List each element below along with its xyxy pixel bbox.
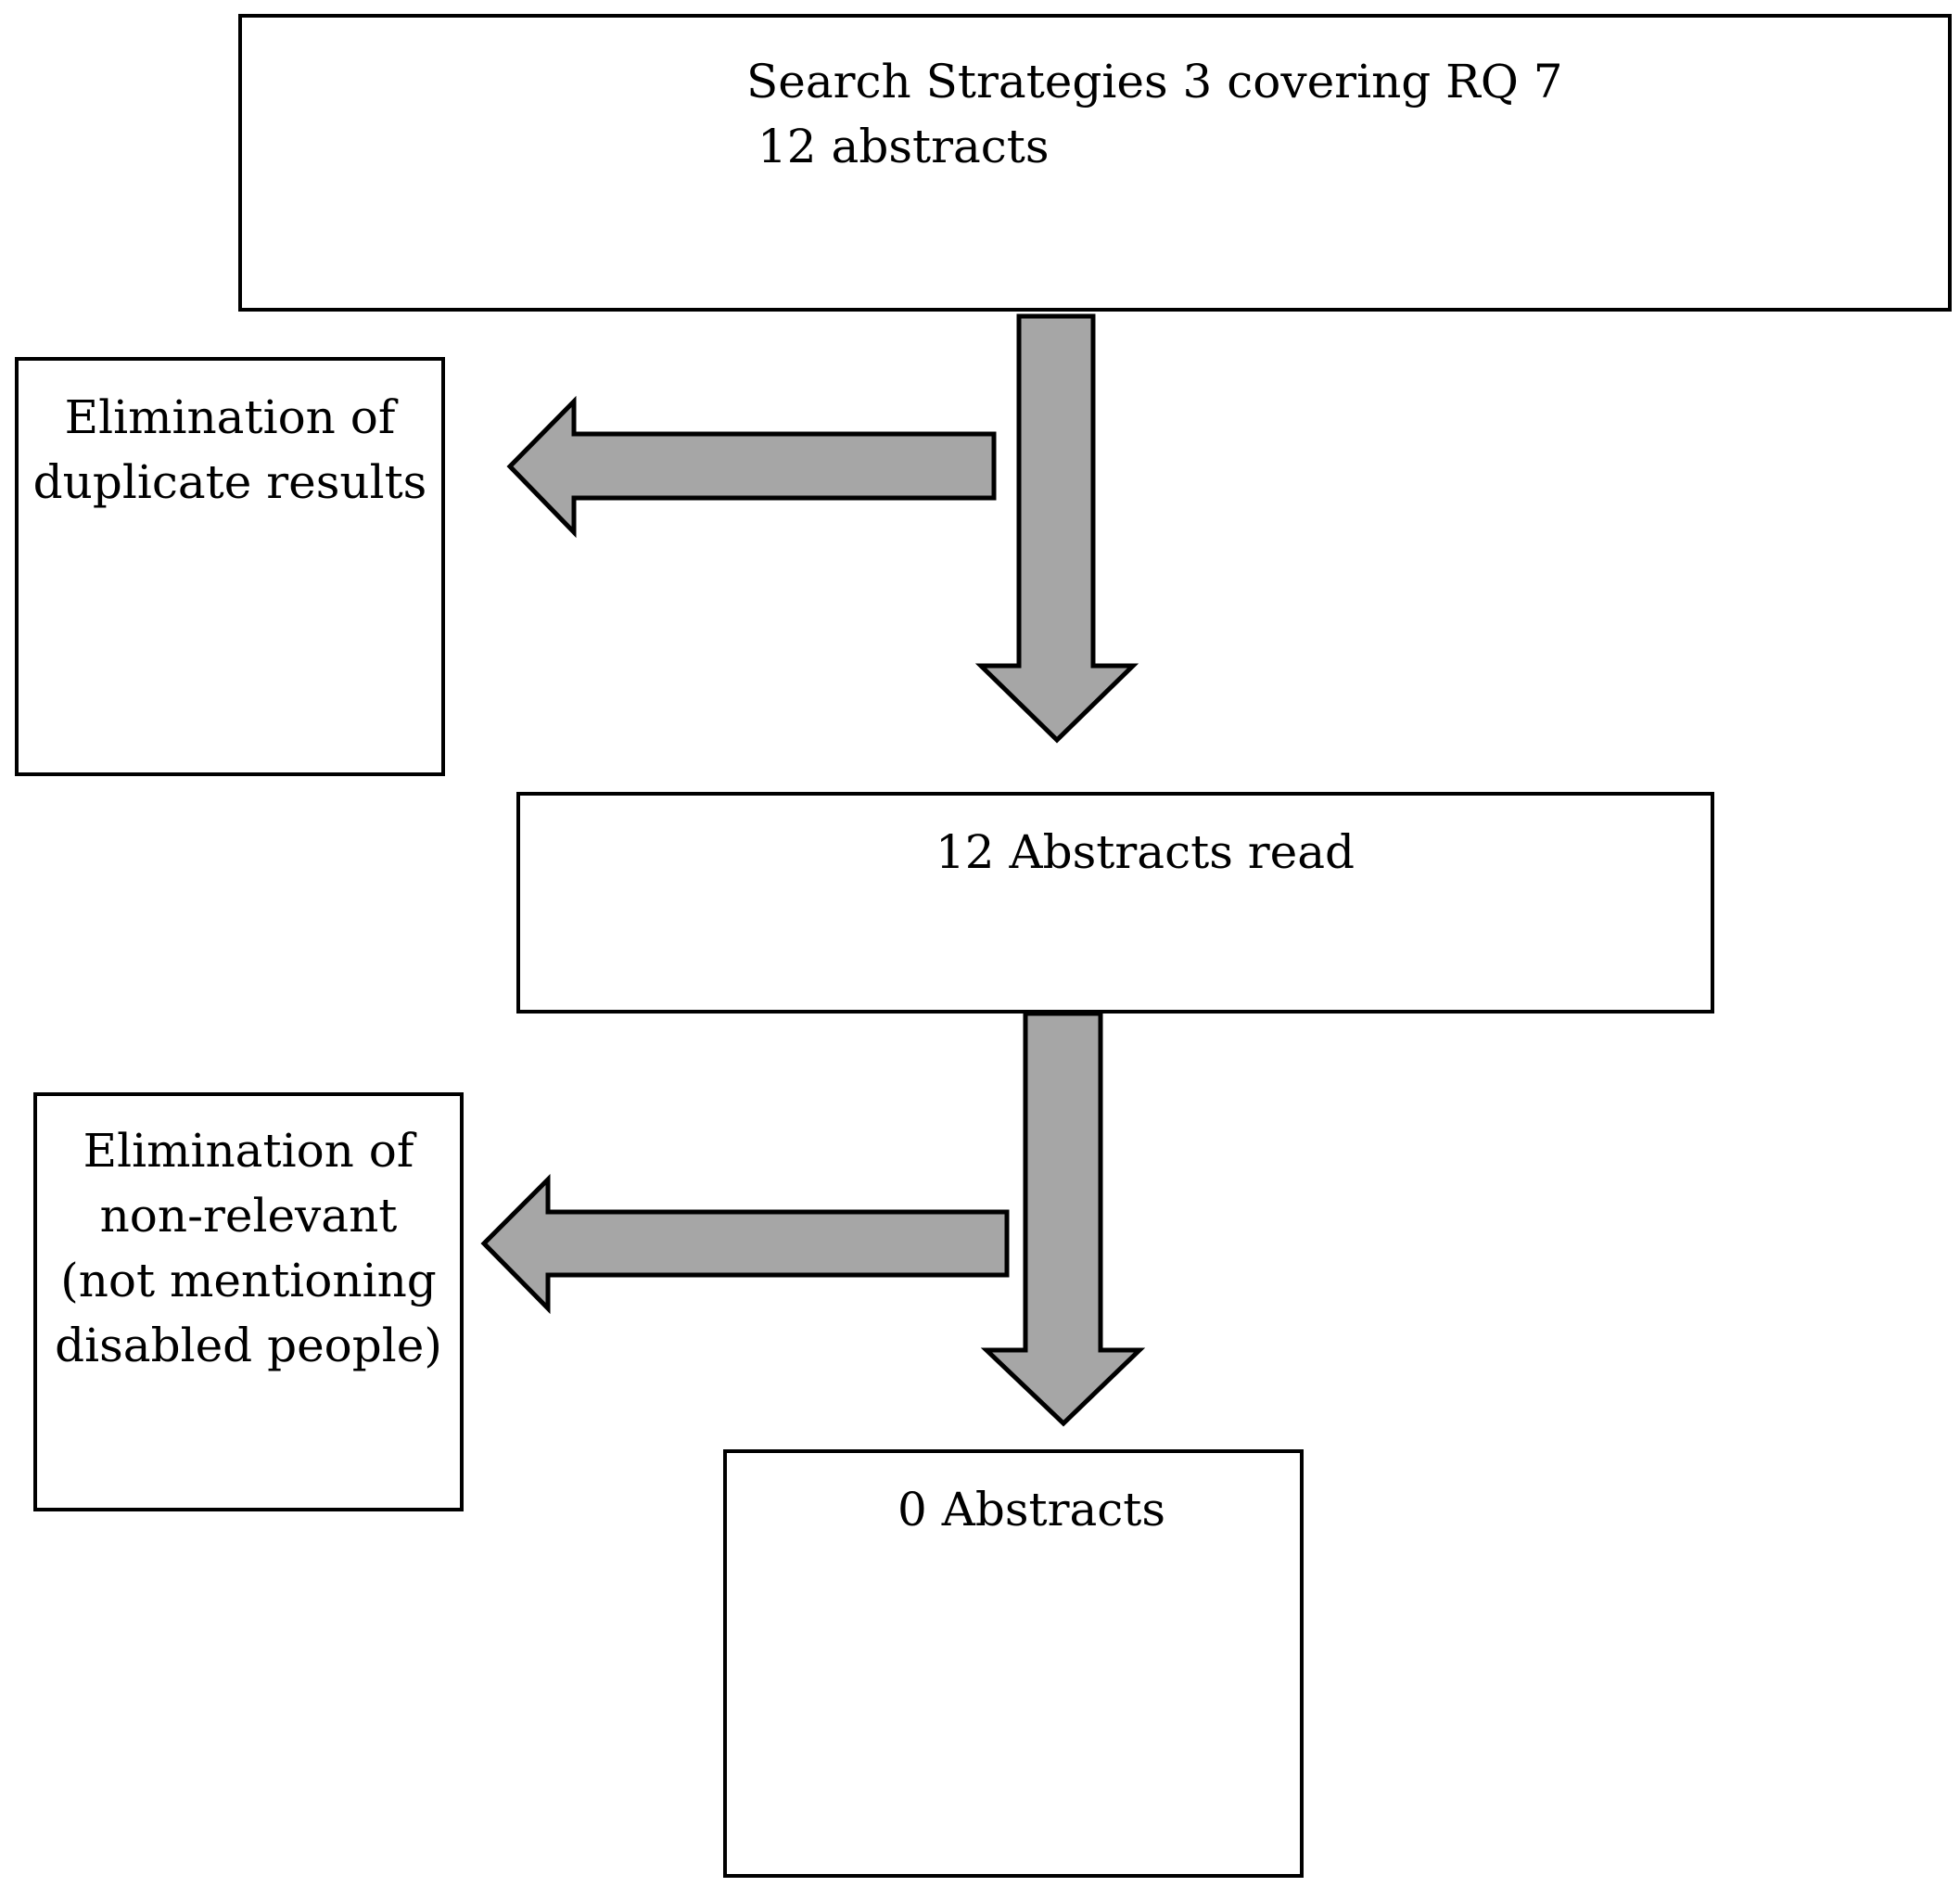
elimination-duplicates-line2: duplicate results: [32, 455, 427, 509]
elimination-nonrelevant-line4: disabled people): [55, 1319, 442, 1372]
elimination-nonrelevant-line2: non-relevant: [99, 1189, 398, 1243]
search-strategies-box: Search Strategies 3 covering RQ 7 12 abs…: [238, 14, 1952, 312]
down-arrow-2: [980, 1011, 1146, 1427]
elimination-duplicates-box: Elimination of duplicate results: [15, 357, 445, 776]
abstracts-read-box: 12 Abstracts read: [516, 792, 1714, 1014]
elimination-duplicates-line1: Elimination of: [64, 390, 396, 444]
elimination-nonrelevant-box: Elimination of non-relevant (not mention…: [33, 1092, 464, 1511]
abstracts-read-label: 12 Abstracts read: [935, 825, 1355, 879]
search-strategies-count: 12 abstracts: [757, 120, 1050, 173]
elimination-nonrelevant-line1: Elimination of: [83, 1124, 414, 1178]
final-abstracts-box: 0 Abstracts: [723, 1449, 1304, 1878]
elimination-nonrelevant-line3: (not mentioning: [60, 1254, 437, 1307]
left-arrow-1: [506, 395, 997, 539]
final-abstracts-label: 0 Abstracts: [897, 1483, 1166, 1536]
search-strategies-title: Search Strategies 3 covering RQ 7: [746, 55, 1563, 108]
left-arrow-2: [480, 1173, 1010, 1315]
down-arrow-1: [974, 313, 1139, 744]
